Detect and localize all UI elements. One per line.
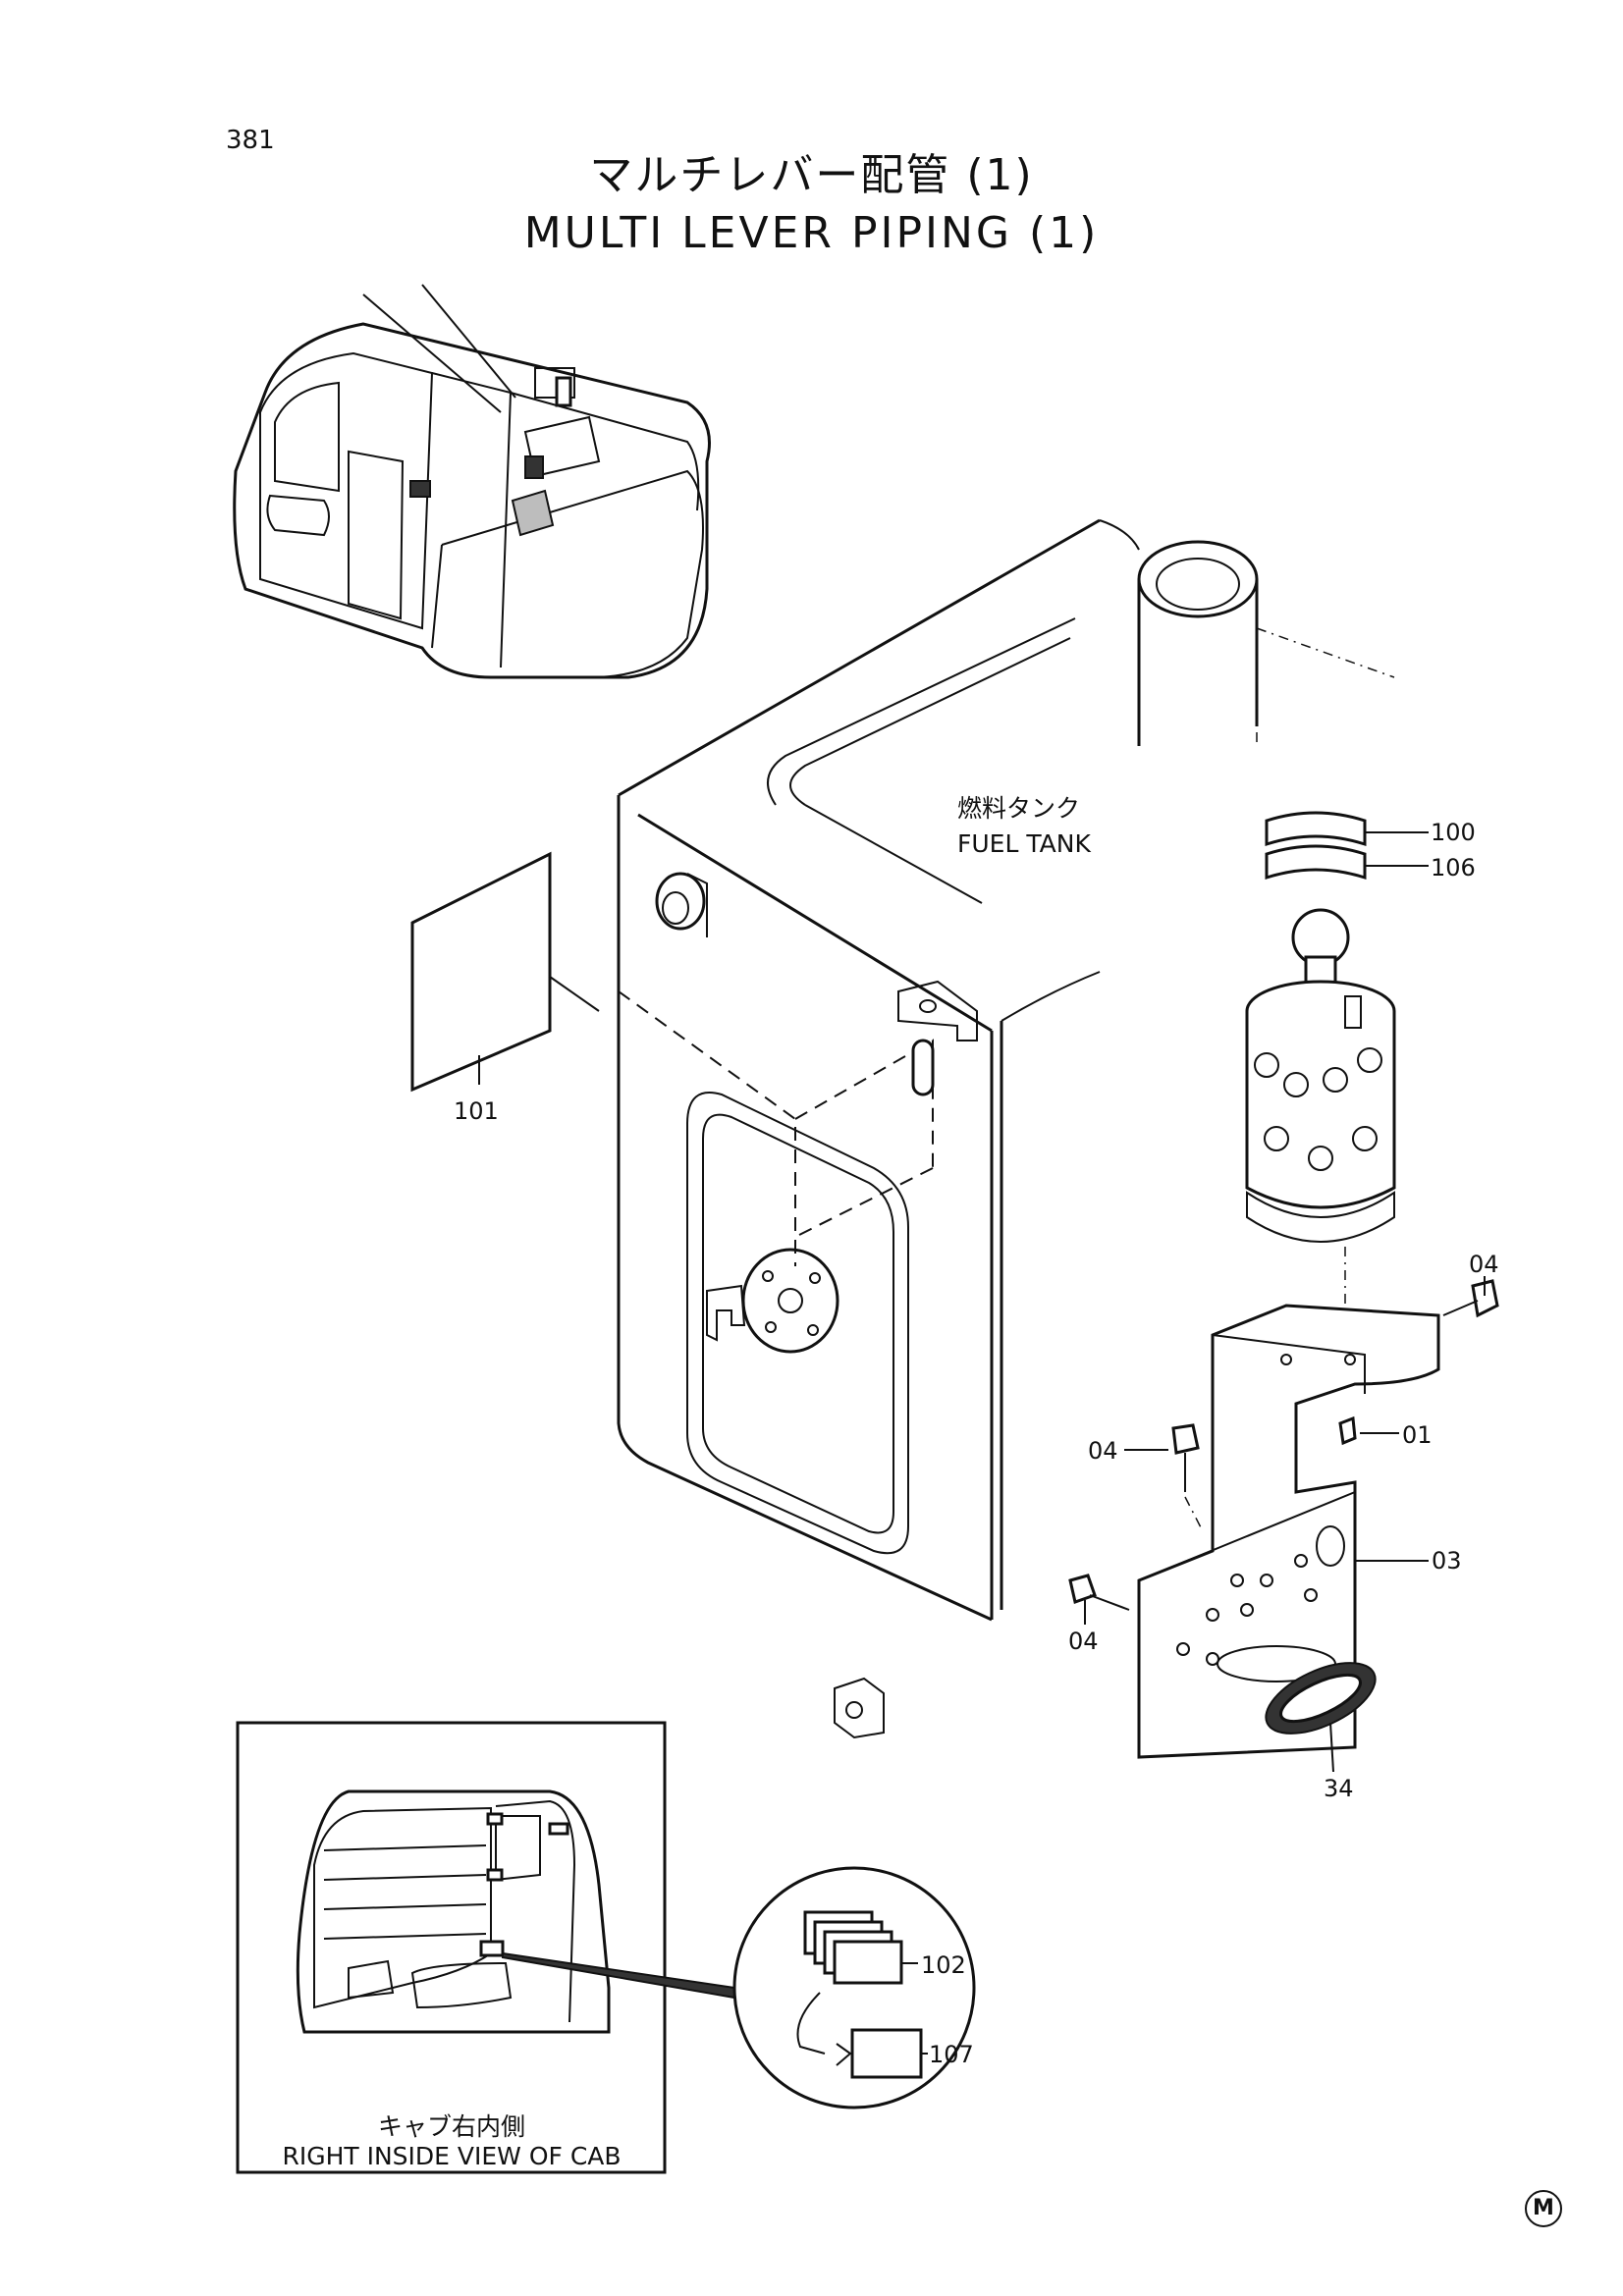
callout-101: 101 xyxy=(454,1097,499,1125)
inset-caption-ja: キャブ右内側 xyxy=(378,2112,525,2141)
callout-100: 100 xyxy=(1431,819,1476,846)
magnified-label-circle xyxy=(732,1866,976,2109)
fuel-tank-outline xyxy=(617,518,1395,1739)
cab-inset-frame xyxy=(236,1721,735,2174)
callout-01: 01 xyxy=(1402,1421,1433,1449)
callout-106: 106 xyxy=(1431,854,1476,881)
callout-03: 03 xyxy=(1432,1547,1462,1575)
callout-34: 34 xyxy=(1324,1775,1354,1802)
bracket-assembly-illustration xyxy=(1068,1279,1499,1759)
fuel-tank-label-ja: 燃料タンク xyxy=(957,794,1080,823)
title-block: マルチレバー配管 (1) MULTI LEVER PIPING (1) xyxy=(0,147,1623,263)
circled-m-mark: M xyxy=(1525,2190,1562,2227)
title-japanese: マルチレバー配管 (1) xyxy=(589,150,1034,200)
multi-lever-valve-illustration xyxy=(1245,811,1396,1335)
inset-caption-en: RIGHT INSIDE VIEW OF CAB xyxy=(282,2142,621,2170)
decal-101-illustration xyxy=(410,851,600,1093)
title-english: MULTI LEVER PIPING (1) xyxy=(523,208,1100,258)
page-number: 381 xyxy=(226,126,275,155)
callout-102: 102 xyxy=(921,1951,966,1979)
callout-04-left: 04 xyxy=(1088,1437,1118,1465)
callout-04-top: 04 xyxy=(1469,1251,1499,1278)
callout-leaders xyxy=(1084,831,1486,1773)
callout-04-bottom: 04 xyxy=(1068,1628,1099,1655)
fuel-tank-label-en: FUEL TANK xyxy=(957,829,1091,858)
callout-107: 107 xyxy=(929,2041,974,2068)
cab-perspective-illustration xyxy=(233,284,711,679)
